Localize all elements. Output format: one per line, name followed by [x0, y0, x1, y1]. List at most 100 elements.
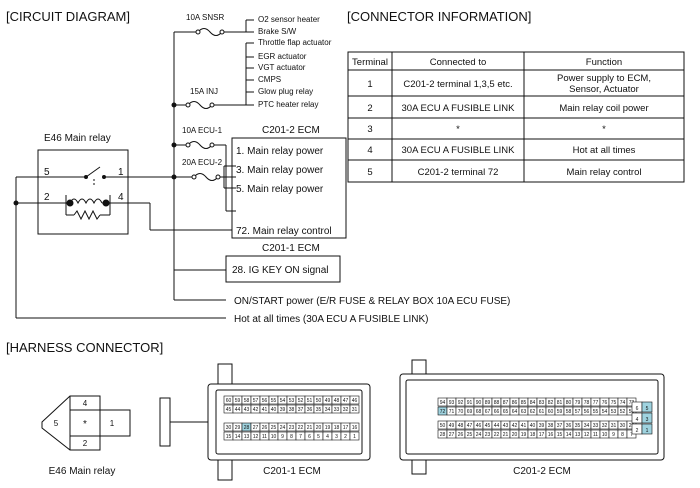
circuit-diagram-title: [CIRCUIT DIAGRAM] [6, 9, 130, 24]
c2012-side-pin-cell-3 [641, 412, 653, 424]
table-row-5-function: Main relay control [567, 167, 642, 178]
c2012-pin-label-88: 88 [494, 400, 500, 406]
load-ptc-heater-relay: PTC heater relay [258, 100, 318, 109]
c2011-pin-label-14: 14 [235, 434, 241, 440]
c2011-pin-label-29: 29 [235, 425, 241, 431]
c2012-pin-label-16: 16 [548, 432, 554, 438]
fuse-label-ecu2: 20A ECU-2 [182, 158, 223, 167]
c2012-pin-label-92: 92 [458, 400, 464, 406]
c2012-pin-label-36: 36 [566, 423, 572, 429]
c2012-pin-label-61: 61 [539, 409, 545, 415]
circuit-wires [15, 19, 254, 319]
c2011-pin-label-30: 30 [226, 425, 232, 431]
c2011-pin-label-22: 22 [298, 425, 304, 431]
table-row-3-terminal: 3 [367, 124, 372, 135]
c2012-pin-label-23: 23 [485, 432, 491, 438]
c2011-pin-label-40: 40 [271, 407, 277, 413]
c2012-pin-label-25: 25 [467, 432, 473, 438]
c2012-pin-label-70: 70 [458, 409, 464, 415]
c2012-pin-label-87: 87 [503, 400, 509, 406]
c2012-pin-label-13: 13 [575, 432, 581, 438]
c2011-pin-label-36: 36 [307, 407, 313, 413]
c2012-side-pin-label-3: 3 [646, 417, 649, 423]
c2011-pin-label-59: 59 [235, 398, 241, 404]
ecm2-title: C201-2 ECM [262, 125, 320, 136]
c2011-pin-label-3: 3 [335, 434, 338, 440]
c2011-pin-label-41: 41 [262, 407, 268, 413]
c2011-pin-label-13: 13 [244, 434, 250, 440]
c2012-pin-label-45: 45 [485, 423, 491, 429]
c2012-pin-label-65: 65 [503, 409, 509, 415]
table-row-2-function: Main relay coil power [559, 103, 648, 114]
c2012-pin-label-84: 84 [530, 400, 536, 406]
c2012-connector-body [399, 359, 665, 475]
c2012-pin-label-57: 57 [575, 409, 581, 415]
c2011-pin-label-38: 38 [289, 407, 295, 413]
c2011-pin-label-26: 26 [262, 425, 268, 431]
c2011-pin-label-34: 34 [325, 407, 331, 413]
fuse-label-snsr: 10A SNSR [186, 13, 224, 22]
c2012-pin-label-56: 56 [584, 409, 590, 415]
c2011-pin-label-4: 4 [326, 434, 329, 440]
c2012-pin-label-39: 39 [539, 423, 545, 429]
c2012-pin-label-38: 38 [548, 423, 554, 429]
c2012-pin-label-71: 71 [449, 409, 455, 415]
c2011-pin-label-46: 46 [352, 398, 358, 404]
c2012-pin-label-30: 30 [620, 423, 626, 429]
c2012-pin-label-8: 8 [621, 432, 624, 438]
c2011-pin-label-2: 2 [344, 434, 347, 440]
c2011-pin-label-54: 54 [280, 398, 286, 404]
ecm2-pin-5: 5. Main relay power [236, 184, 324, 195]
c2011-pin-label-60: 60 [226, 398, 232, 404]
relay-dots [66, 199, 110, 207]
c2011-pin-label-32: 32 [343, 407, 349, 413]
c2011-pin-label-7: 7 [299, 434, 302, 440]
c2012-pin-label-59: 59 [557, 409, 563, 415]
c2012-pin-label-50: 50 [440, 423, 446, 429]
c2011-pin-cell-16 [349, 422, 360, 432]
c2011-pin-cell-1 [349, 431, 360, 441]
relay-pin-5: 5 [44, 167, 50, 178]
on-start-power-label: ON/START power (E/R FUSE & RELAY BOX 10A… [234, 296, 510, 307]
c2012-pin-label-49: 49 [449, 423, 455, 429]
relay-pin-2: 2 [44, 192, 50, 203]
c2012-connector-label: C201-2 ECM [513, 466, 571, 477]
relay-face-pin-5: 5 [54, 419, 59, 428]
c2012-pin-label-54: 54 [602, 409, 608, 415]
c2011-pin-label-49: 49 [325, 398, 331, 404]
c2012-pin-label-73: 73 [629, 400, 635, 406]
table-row-2-terminal: 2 [367, 103, 372, 114]
c2012-pin-label-46: 46 [476, 423, 482, 429]
table-row-5-connected: C201-2 terminal 72 [418, 167, 499, 178]
c2012-pin-label-94: 94 [440, 400, 446, 406]
ecm2-pin-3: 3. Main relay power [236, 165, 324, 176]
c2012-pin-label-51: 51 [629, 409, 635, 415]
c2011-pin-label-21: 21 [307, 425, 313, 431]
c2011-pin-label-52: 52 [298, 398, 304, 404]
table-row-4-terminal: 4 [367, 145, 372, 156]
c2011-pin-label-48: 48 [334, 398, 340, 404]
c2011-pin-label-51: 51 [307, 398, 313, 404]
c2012-pin-label-90: 90 [476, 400, 482, 406]
c2012-pin-label-62: 62 [530, 409, 536, 415]
load-brake-switch: Brake S/W [258, 27, 297, 36]
c2012-pin-label-66: 66 [494, 409, 500, 415]
c2011-pin-label-20: 20 [316, 425, 322, 431]
c2012-pin-label-20: 20 [512, 432, 518, 438]
c2012-pin-label-47: 47 [467, 423, 473, 429]
table-row-1-function-line1: Power supply to ECM, [557, 73, 651, 84]
c2011-pin-label-24: 24 [280, 425, 286, 431]
fuse-symbols [185, 28, 225, 181]
c2011-pin-label-53: 53 [289, 398, 295, 404]
ecm1-box [225, 255, 341, 283]
relay-internals [38, 166, 128, 221]
c2012-pin-label-80: 80 [566, 400, 572, 406]
c2012-pin-label-69: 69 [467, 409, 473, 415]
c2012-pin-label-81: 81 [557, 400, 563, 406]
table-row-2-connected: 30A ECU A FUSIBLE LINK [402, 103, 516, 114]
c2012-pin-label-86: 86 [512, 400, 518, 406]
load-o2-sensor-heater: O2 sensor heater [258, 15, 320, 24]
